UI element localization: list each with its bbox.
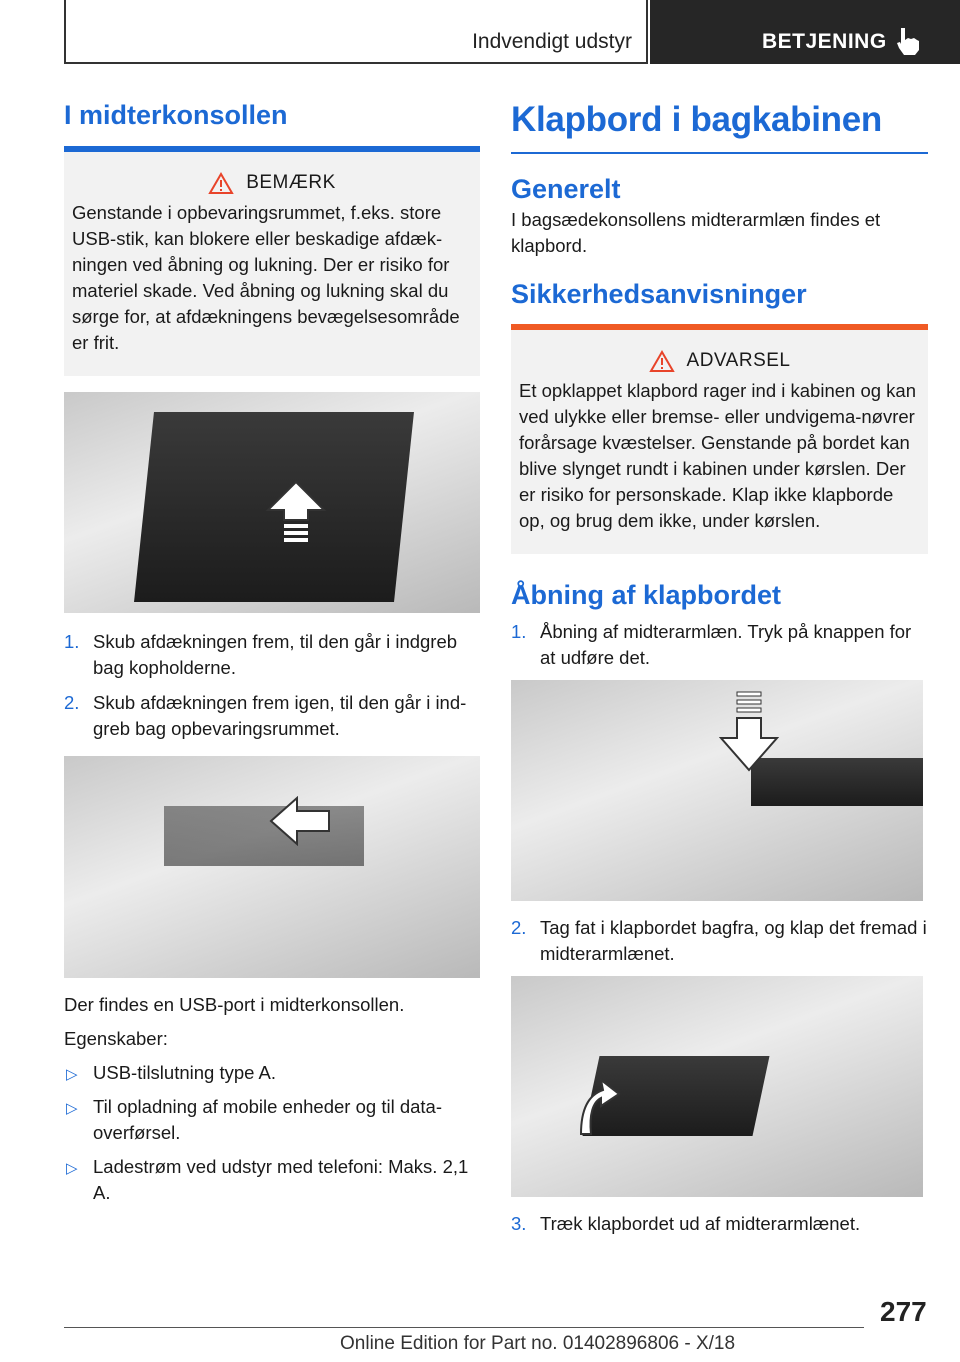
notice-title-row: BEMÆRK <box>72 170 472 196</box>
bullet-triangle-icon: ▷ <box>66 1160 78 1177</box>
storage-compartment-image <box>64 756 480 978</box>
warning-title: ADVARSEL <box>686 350 791 371</box>
warning-text: Et opklappet klapbord rager ind i kabine… <box>519 380 916 531</box>
general-text: I bagsædekonsollens midterarmlæn findes … <box>511 209 881 256</box>
right-column: Klapbord i bagkabinen Generelt I bagsæde… <box>511 100 928 1246</box>
opening-steps-3: 3. Træk klapbordet ud af midterarmlænet. <box>511 1211 928 1237</box>
header-section-box: Indvendigt udstyr <box>64 0 648 64</box>
warning-triangle-icon <box>208 171 234 194</box>
step-text: Tag fat i klapbordet bagfra, og klap det… <box>540 917 927 964</box>
step-number: 1. <box>511 621 527 642</box>
notice-box: BEMÆRK Genstande i opbevaringsrummet, f.… <box>64 152 480 376</box>
list-item: ▷ Ladestrøm ved udstyr med telefoni: Mak… <box>64 1154 480 1206</box>
bullet-text: Ladestrøm ved udstyr med telefoni: Maks.… <box>93 1156 469 1203</box>
bullet-text: Til opladning af mobile enheder og til d… <box>93 1096 442 1143</box>
list-item: ▷ USB-tilslutning type A. <box>64 1060 480 1086</box>
footer-edition: Online Edition for Part no. 01402896806 … <box>340 1333 736 1354</box>
pointing-hand-icon <box>897 28 919 55</box>
list-item: 2. Skub afdækningen frem igen, til den g… <box>64 690 480 742</box>
arrow-down-icon <box>719 691 779 772</box>
general-heading: Generelt <box>511 174 621 204</box>
bullet-text: USB-tilslutning type A. <box>93 1062 277 1083</box>
step-text: Træk klapbordet ud af midterarmlænet. <box>540 1213 861 1234</box>
properties-list: ▷ USB-tilslutning type A. ▷ Til opladnin… <box>64 1060 480 1206</box>
console-cover-image <box>64 392 480 613</box>
right-main-heading: Klapbord i bagkabinen <box>511 100 882 139</box>
safety-heading-rule <box>511 324 928 330</box>
warning-box: ADVARSEL Et opklappet klapbord rager ind… <box>511 330 928 554</box>
header-chapter-box: BETJENING <box>650 0 960 64</box>
step-text: Skub afdækningen frem igen, til den går … <box>93 692 467 739</box>
right-heading-rule <box>511 152 928 154</box>
page-number: 277 <box>880 1296 927 1327</box>
step-number: 2. <box>64 692 80 713</box>
notice-title: BEMÆRK <box>246 172 336 193</box>
list-item: ▷ Til opladning af mobile enheder og til… <box>64 1094 480 1146</box>
list-item: 3. Træk klapbordet ud af midterarmlænet. <box>511 1211 928 1237</box>
opening-steps-2: 2. Tag fat i klapbordet bagfra, og klap … <box>511 915 928 967</box>
footer-rule <box>64 1327 864 1328</box>
usb-text: Der findes en USB-port i midterkonsollen… <box>64 994 405 1015</box>
left-steps: 1. Skub afdækningen frem, til den går i … <box>64 629 480 742</box>
step-number: 1. <box>64 631 80 652</box>
armrest-button-image <box>511 680 923 901</box>
header-chapter-title: BETJENING <box>762 30 887 53</box>
left-heading-rule <box>64 146 480 152</box>
curved-arrow-icon <box>579 1077 621 1135</box>
left-column: I midterkonsollen BEMÆRK Genstande i opb… <box>64 100 480 1214</box>
bullet-triangle-icon: ▷ <box>66 1100 78 1117</box>
step-number: 2. <box>511 917 527 938</box>
step-text: Åbning af midterarmlæn. Tryk på knappen … <box>540 621 912 668</box>
step-text: Skub afdækningen frem, til den går i ind… <box>93 631 458 678</box>
warning-title-row: ADVARSEL <box>519 348 920 374</box>
notice-text: Genstande i opbevaringsrummet, f.eks. st… <box>72 202 460 353</box>
arrow-left-icon <box>269 796 330 846</box>
fold-table-image <box>511 976 923 1197</box>
properties-label: Egenskaber: <box>64 1028 168 1049</box>
header-section-title: Indvendigt udstyr <box>472 30 632 53</box>
bullet-triangle-icon: ▷ <box>66 1066 78 1083</box>
safety-heading: Sikkerhedsanvisninger <box>511 279 807 309</box>
list-item: 1. Åbning af midterarmlæn. Tryk på knapp… <box>511 619 928 671</box>
arrow-up-icon <box>265 480 327 542</box>
left-heading: I midterkonsollen <box>64 100 288 130</box>
opening-steps-1: 1. Åbning af midterarmlæn. Tryk på knapp… <box>511 619 928 671</box>
list-item: 2. Tag fat i klapbordet bagfra, og klap … <box>511 915 928 967</box>
warning-triangle-icon <box>648 349 675 372</box>
list-item: 1. Skub afdækningen frem, til den går i … <box>64 629 480 681</box>
opening-heading: Åbning af klapbordet <box>511 580 781 610</box>
step-number: 3. <box>511 1213 527 1234</box>
